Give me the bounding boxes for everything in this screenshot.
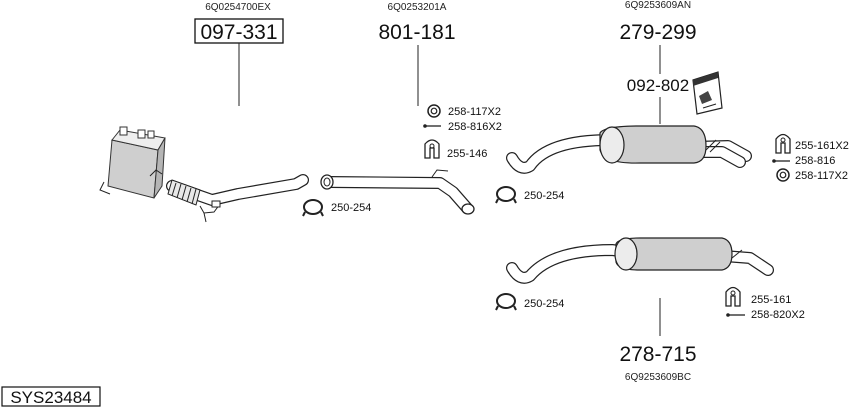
dpf-part-box [194,18,284,44]
rear-upper-kit-number[interactable]: 092-802 [627,76,689,95]
rear-lower-hanger-icon[interactable] [725,286,741,307]
system-id-label: SYS23484 [10,388,91,407]
rear-lower-bolt-ref[interactable]: 258-820X2 [751,309,805,321]
system-id-box [1,386,101,407]
dpf-part-number[interactable]: 097-331 [200,21,277,44]
rear-upper-hanger-icon[interactable] [775,133,791,154]
rear-lower-bolt-icon[interactable] [726,313,745,317]
rear-upper-ring-ref[interactable]: 258-117X2 [795,170,848,182]
dpf-converter-drawing[interactable] [99,126,309,223]
rear-upper-bolt-icon[interactable] [772,159,790,163]
front-pipe-part-number[interactable]: 801-181 [378,21,455,44]
mounting-kit-box-icon[interactable] [692,71,723,115]
rear-lower-clamp-ref[interactable]: 250-254 [524,298,564,310]
front-pipe-ring-ref[interactable]: 258-117X2 [448,106,501,118]
front-pipe-bolt-ref[interactable]: 258-816X2 [448,121,502,133]
front-pipe-oem-number: 6Q0253201A [388,2,447,13]
dpf-oem-number: 6Q0254700EX [205,2,271,13]
rear-lower-part-number[interactable]: 278-715 [619,343,696,366]
front-pipe-ring-icon[interactable] [427,104,441,118]
rear-lower-clamp-icon[interactable] [495,293,517,311]
dpf-clamp-icon[interactable] [302,199,324,217]
rear-upper-hanger-ref[interactable]: 255-161X2 [795,140,849,152]
rear-upper-ring-icon[interactable] [776,168,790,182]
front-pipe-hanger-ref[interactable]: 255-146 [447,148,487,160]
rear-upper-bolt-ref[interactable]: 258-816 [795,155,835,167]
rear-upper-clamp-ref[interactable]: 250-254 [524,190,564,202]
rear-upper-silencer-drawing[interactable] [506,125,752,174]
rear-lower-silencer-drawing[interactable] [506,237,774,284]
dpf-clamp-ref[interactable]: 250-254 [331,202,371,214]
rear-upper-clamp-icon[interactable] [495,186,517,204]
rear-lower-hanger-ref[interactable]: 255-161 [751,294,791,306]
front-pipe-drawing[interactable] [320,169,475,215]
rear-upper-part-number[interactable]: 279-299 [619,21,696,44]
rear-lower-oem-number: 6Q9253609BC [625,372,691,383]
rear-upper-oem-number: 6Q9253609AN [625,0,691,11]
front-pipe-hanger-icon[interactable] [424,139,440,159]
front-pipe-bolt-icon[interactable] [423,124,441,128]
